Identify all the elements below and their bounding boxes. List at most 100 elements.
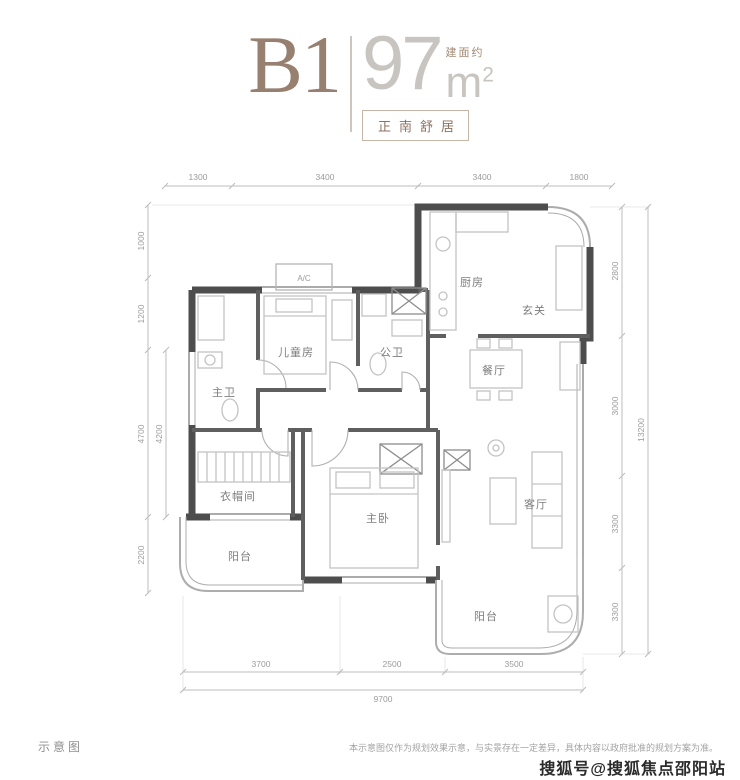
dim-right-2: 3000 <box>610 396 620 415</box>
window-inner-lines <box>194 212 585 584</box>
kids-bed-pillow <box>275 298 313 313</box>
schematic-label: 示意图 <box>38 740 84 754</box>
kitchen-counter-top <box>455 211 509 233</box>
dim-bottom-total: 9700 <box>374 694 393 704</box>
dining-sideboard <box>559 341 581 391</box>
area-unit-sup: 2 <box>482 63 494 87</box>
area-number: 97 <box>362 21 444 106</box>
area-side: 建面约 m2 <box>446 44 494 105</box>
door-master-bedroom <box>311 429 349 467</box>
extension-lines <box>152 204 650 692</box>
master-bath-tub <box>197 295 225 341</box>
area-figure: 97 建面约 m2 <box>362 26 494 105</box>
guest-bath-toilet <box>369 352 387 376</box>
watermark-text: 搜狐号@搜狐焦点邵阳站 <box>539 761 726 778</box>
interior-walls <box>192 288 590 580</box>
dim-top-3: 3400 <box>473 172 492 182</box>
cloakroom-wardrobe <box>197 451 291 483</box>
master-bath-toilet <box>221 398 239 422</box>
dim-top-1: 1300 <box>189 172 208 182</box>
shaft-box-3-cross <box>443 449 471 471</box>
dimension-ticks <box>144 182 652 694</box>
shaft-box-1 <box>391 287 427 315</box>
living-sofa <box>531 451 563 549</box>
door-master-bath <box>257 359 287 389</box>
master-bath-basin <box>197 351 223 369</box>
living-tv <box>441 469 451 543</box>
furniture <box>197 211 583 633</box>
room-label-living: 客厅 <box>524 497 548 511</box>
door-cloakroom <box>261 429 289 457</box>
kitchen-sink <box>435 236 451 252</box>
disclaimer-text: 本示意图仅作为规划效果示意，与实景存在一定差异，具体内容以政府批准的规划方案为准… <box>348 743 718 753</box>
entry-cabinet <box>555 245 583 311</box>
shaft-boxes <box>379 287 471 475</box>
dining-table <box>469 349 523 389</box>
balcony-left-inner-rail <box>185 517 303 586</box>
dim-left-inner-1: 4200 <box>154 424 164 443</box>
dim-top-4: 1800 <box>570 172 589 182</box>
dim-right-4: 3300 <box>610 602 620 621</box>
area-unit-letter: m <box>445 58 483 107</box>
dimension-lines <box>144 182 652 694</box>
room-label-dining: 餐厅 <box>482 363 506 377</box>
dim-bottom-1: 3700 <box>252 659 271 669</box>
dim-left-1: 1000 <box>136 231 146 250</box>
window-outer-lines <box>188 206 591 578</box>
dining-chair-3 <box>476 390 491 401</box>
door-kids-room <box>329 361 359 391</box>
dining-chair-2 <box>498 338 513 349</box>
balcony-washer-drum <box>553 604 573 624</box>
guest-bath-basin <box>391 319 423 337</box>
master-bed-pillow-1 <box>335 471 371 489</box>
extension-line-path <box>152 204 650 692</box>
master-bed <box>329 467 419 569</box>
door-guest-bath <box>401 371 421 391</box>
dimension-labels: 1300 3400 3400 1800 1000 1200 4700 2200 … <box>136 172 646 704</box>
room-label-balcony-left: 阳台 <box>228 549 252 563</box>
dining-chair-4 <box>498 390 513 401</box>
room-label-guest-bath: 公卫 <box>380 347 404 359</box>
window-lines <box>188 206 591 584</box>
kitchen-stove-burner-1 <box>438 291 448 301</box>
tagline-box: 正南舒居 <box>362 110 470 141</box>
dimension-base-lines <box>147 185 649 691</box>
shaft-box-2 <box>379 443 423 475</box>
cloakroom-wardrobe-slats <box>206 452 280 482</box>
dim-top-2: 3400 <box>316 172 335 182</box>
area-prefix-label: 建面约 <box>445 47 485 59</box>
kitchen-stove-burner-2 <box>438 307 448 317</box>
balcony-right-inner-rail <box>441 556 578 649</box>
living-lamp-inner <box>492 444 500 452</box>
guest-bath-shower <box>361 293 387 317</box>
living-coffee-table <box>489 477 517 525</box>
kids-desk <box>331 299 353 341</box>
header-divider <box>350 36 352 132</box>
balcony-railings <box>179 517 584 655</box>
ac-platform: A/C <box>275 263 333 291</box>
master-bath-basin-bowl <box>204 354 216 366</box>
shaft-box-1-cross <box>391 287 427 315</box>
dim-right-3: 3300 <box>610 514 620 533</box>
dim-right-1: 2800 <box>610 261 620 280</box>
door-swings <box>257 359 421 467</box>
room-labels: 厨房 玄关 餐厅 儿童房 公卫 主卫 衣帽间 阳台 主卧 客厅 阳台 <box>212 276 548 623</box>
balcony-right-outer-rail <box>435 556 584 655</box>
master-bed-pillow-2 <box>379 471 415 489</box>
interior-wall-path <box>192 288 590 580</box>
dim-right-outer-1: 13200 <box>636 418 646 442</box>
unit-label: B1 <box>248 19 342 110</box>
balcony-left-outer-rail <box>179 517 304 592</box>
dim-bottom-3: 3500 <box>505 659 524 669</box>
dim-left-3: 4700 <box>136 424 146 443</box>
area-unit: m2 <box>446 61 494 105</box>
living-sofa-cushions <box>532 483 562 517</box>
dim-left-2: 1200 <box>136 304 146 323</box>
living-lamp-outer <box>487 439 505 457</box>
room-label-entry: 玄关 <box>522 303 546 317</box>
room-label-kids-room: 儿童房 <box>278 345 314 359</box>
ac-label: A/C <box>297 274 311 283</box>
room-label-balcony-right: 阳台 <box>474 609 498 623</box>
dim-bottom-2: 2500 <box>383 659 402 669</box>
